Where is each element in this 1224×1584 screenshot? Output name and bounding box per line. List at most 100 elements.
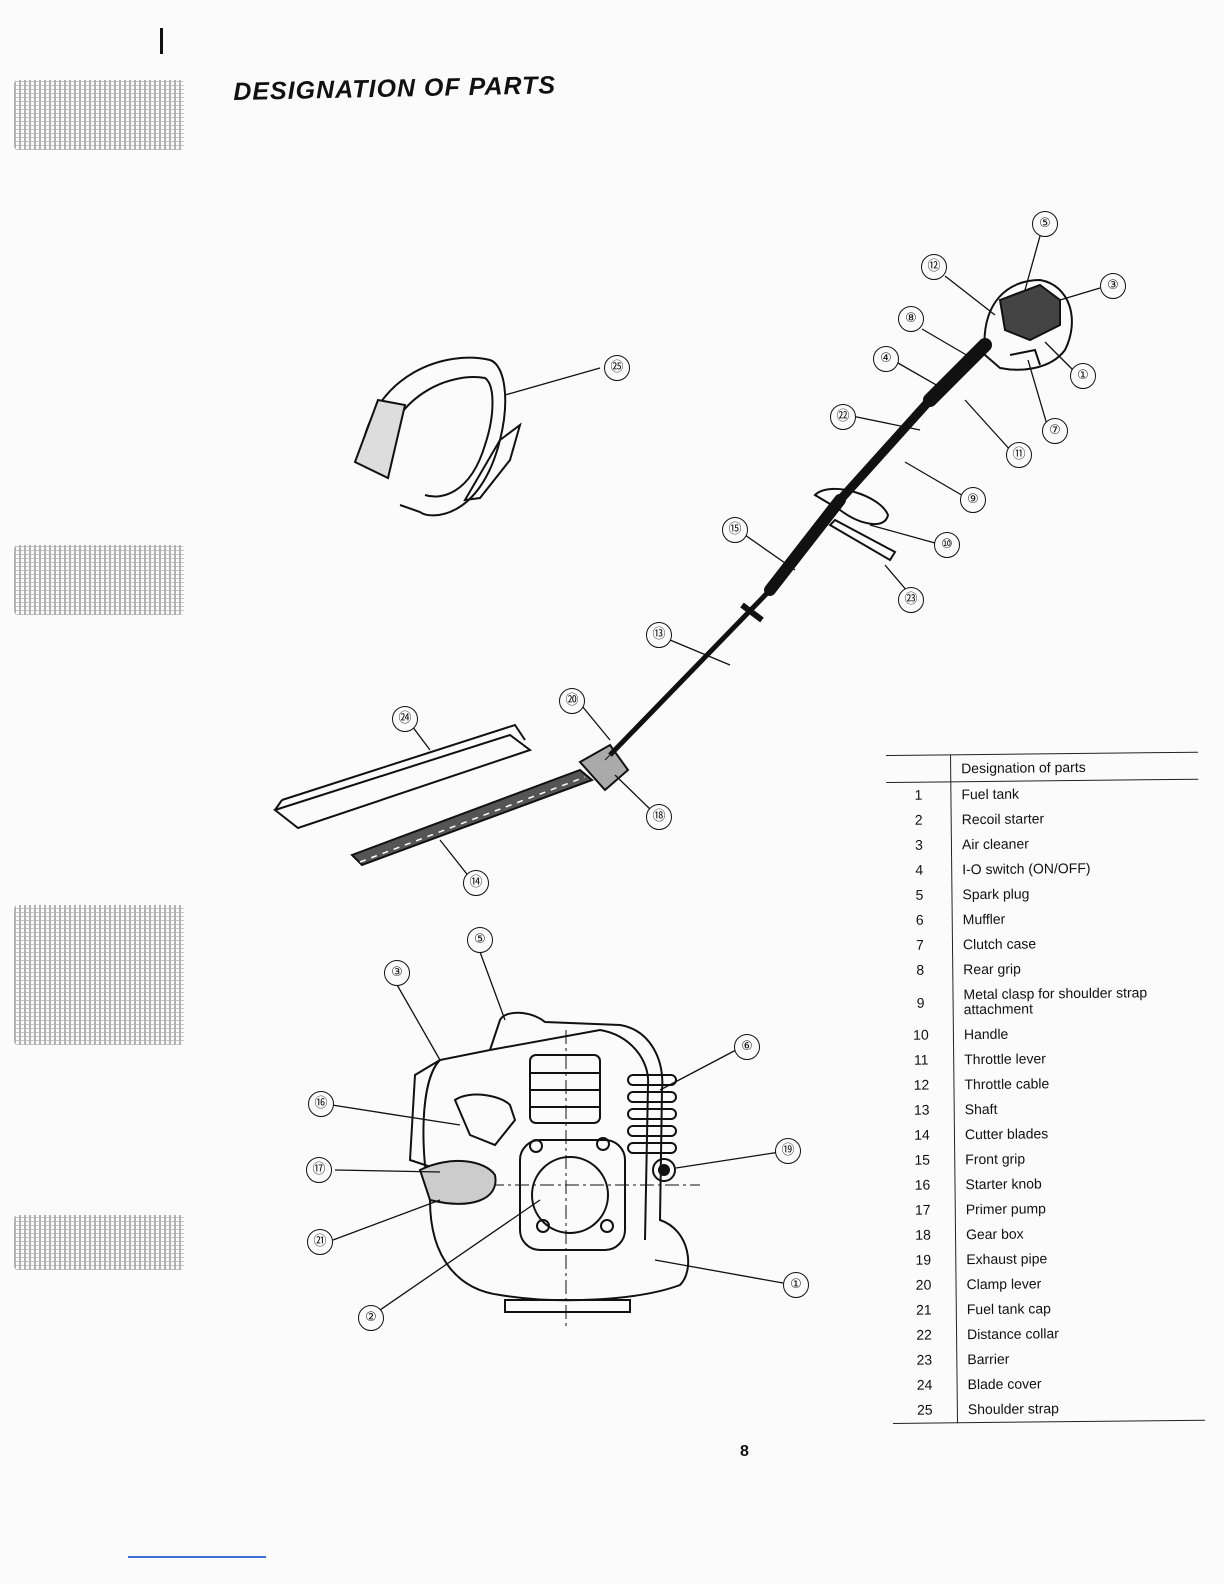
- scan-noise: [14, 80, 184, 150]
- part-number: 23: [892, 1347, 957, 1373]
- part-name: Clutch case: [962, 935, 1037, 953]
- engine-drawing: [408, 1011, 700, 1330]
- table-row: 23 Barrier: [892, 1345, 1204, 1373]
- table-row: 7 Clutch case: [887, 930, 1200, 958]
- callout-marker: ⑬: [646, 622, 672, 648]
- part-name: Cutter blades: [964, 1125, 1049, 1143]
- part-number: 10: [888, 1022, 954, 1048]
- part-name: I-O switch (ON/OFF): [962, 859, 1091, 878]
- part-name: Fuel tank cap: [966, 1300, 1051, 1318]
- table-row: 18 Gear box: [890, 1220, 1203, 1248]
- part-number: 21: [891, 1297, 957, 1323]
- part-name: Recoil starter: [961, 810, 1045, 828]
- part-number: 24: [892, 1372, 958, 1398]
- table-header-title: Designation of parts: [950, 752, 1199, 782]
- callout-marker: ⑮: [722, 517, 748, 543]
- callout-marker: ⑨: [960, 487, 986, 513]
- part-name: Front grip: [965, 1150, 1026, 1168]
- leader-lines: [331, 235, 1101, 1311]
- table-row: 21 Fuel tank cap: [891, 1295, 1204, 1323]
- part-name: Metal clasp for shoulder strap attachmen…: [963, 984, 1148, 1018]
- table-row: 13 Shaft: [889, 1095, 1202, 1123]
- part-number: 14: [889, 1122, 955, 1148]
- callout-marker: ④: [873, 346, 899, 372]
- edge-mark: [160, 28, 163, 54]
- blade-cover-drawing: [272, 723, 533, 830]
- table-row: 14 Cutter blades: [889, 1120, 1202, 1148]
- part-name: Shoulder strap: [957, 1394, 1205, 1423]
- hedge-trimmer-drawing: [350, 278, 1073, 867]
- callout-marker: ㉒: [830, 404, 856, 430]
- callout-marker: ㉓: [898, 587, 924, 613]
- part-name: Barrier: [967, 1350, 1010, 1368]
- part-name: Muffler: [962, 910, 1006, 928]
- part-name: Exhaust pipe: [966, 1250, 1048, 1268]
- callout-marker: ⑪: [1006, 442, 1032, 468]
- part-name: Air cleaner: [961, 835, 1029, 853]
- part-name: Clamp lever: [966, 1275, 1042, 1293]
- part-number: 15: [890, 1147, 955, 1173]
- callout-marker: ㉑: [307, 1229, 333, 1255]
- table-row: 9 Metal clasp for shoulder strap attachme…: [888, 980, 1200, 1023]
- callout-marker: ⑫: [921, 254, 947, 280]
- table-row: 4 I-O switch (ON/OFF): [887, 855, 1199, 883]
- part-name: Throttle cable: [964, 1075, 1050, 1093]
- table-row: 11 Throttle lever: [889, 1045, 1201, 1073]
- shoulder-strap-drawing: [353, 356, 522, 517]
- callout-marker: ③: [1100, 273, 1126, 299]
- callout-marker: ①: [1070, 363, 1096, 389]
- part-number: 4: [887, 857, 952, 883]
- part-number: 16: [890, 1172, 956, 1198]
- callout-marker: ⑱: [646, 804, 672, 830]
- part-number: 12: [889, 1072, 955, 1098]
- callout-marker: ③: [384, 960, 410, 986]
- part-name: Handle: [963, 1025, 1009, 1043]
- callout-marker: ⑳: [559, 688, 585, 714]
- callout-marker: ⑤: [1032, 211, 1058, 237]
- callout-marker: ⑤: [467, 927, 493, 953]
- part-number: 13: [889, 1097, 955, 1123]
- part-name: Distance collar: [966, 1325, 1059, 1343]
- part-number: 11: [889, 1047, 954, 1073]
- callout-marker: ㉕: [604, 355, 630, 381]
- table-row: 5 Spark plug: [887, 880, 1199, 908]
- part-name: Gear box: [965, 1225, 1024, 1243]
- table-header-number: [886, 754, 951, 783]
- part-number: 9: [888, 982, 954, 1023]
- part-name: Throttle lever: [964, 1050, 1046, 1068]
- callout-marker: ⑩: [934, 532, 960, 558]
- scan-noise: [14, 1215, 184, 1270]
- part-name: Fuel tank: [961, 785, 1020, 803]
- part-number: 7: [887, 932, 953, 958]
- callout-marker: ⑧: [898, 306, 924, 332]
- part-name: Spark plug: [962, 885, 1030, 903]
- part-number: 5: [887, 882, 953, 908]
- callout-marker: ㉔: [392, 706, 418, 732]
- table-row: 12 Throttle cable: [889, 1070, 1201, 1098]
- callout-marker: ⑥: [734, 1034, 760, 1060]
- part-number: 18: [890, 1222, 956, 1248]
- callout-marker: ⑭: [463, 870, 489, 896]
- part-number: 17: [890, 1197, 956, 1223]
- part-number: 25: [892, 1397, 958, 1424]
- callout-marker: ⑦: [1042, 418, 1068, 444]
- part-name: Shaft: [964, 1100, 998, 1118]
- table-row: 10 Handle: [888, 1020, 1201, 1048]
- callout-marker: ①: [783, 1272, 809, 1298]
- table-row: 15 Front grip: [890, 1145, 1202, 1173]
- page-number: 8: [740, 1443, 749, 1460]
- bottom-link-rule: [128, 1556, 266, 1558]
